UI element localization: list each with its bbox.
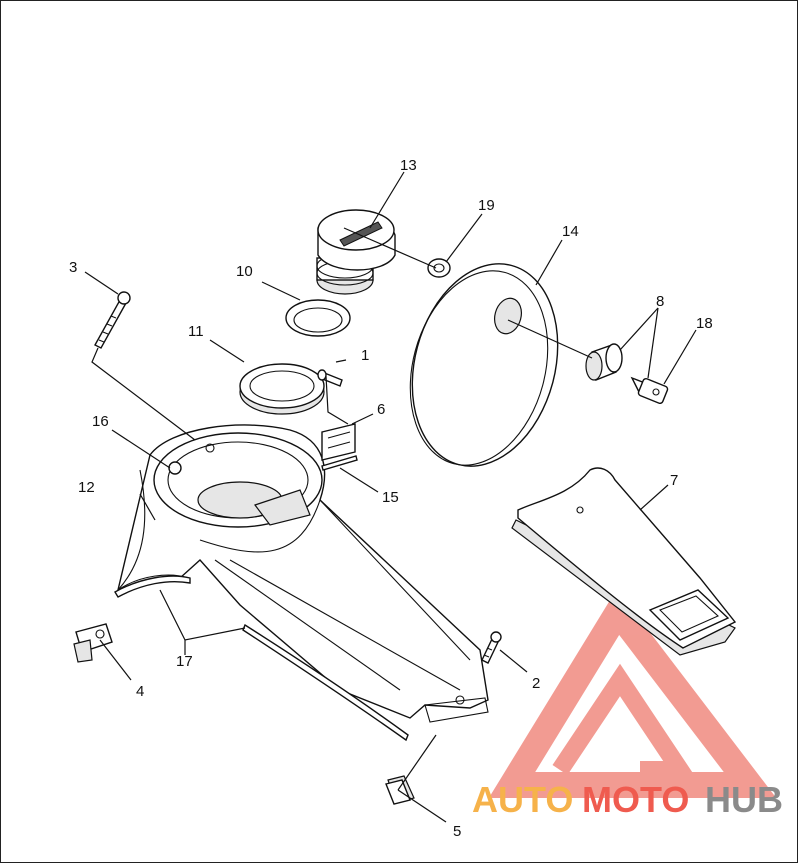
part-8-lock	[585, 343, 623, 381]
watermark-hub: HUB	[705, 779, 783, 820]
part-10-gasket	[285, 299, 351, 337]
callout-13: 13	[400, 157, 417, 174]
callout-11: 11	[188, 323, 204, 340]
watermark-logo	[488, 589, 777, 798]
callout-12: 12	[78, 479, 95, 496]
part-2-screw	[481, 631, 502, 664]
part-17-trim	[114, 575, 409, 742]
watermark-auto: AUTO	[472, 779, 573, 820]
callout-19: 19	[478, 197, 495, 214]
callout-16: 16	[92, 413, 109, 430]
callout-3: 3	[69, 259, 77, 276]
part-12-console	[117, 424, 489, 723]
callout-1: 1	[361, 347, 369, 364]
part-14-cover	[409, 263, 559, 467]
part-18-key	[630, 376, 669, 405]
part-7-pad	[511, 467, 737, 656]
part-16-grommet	[168, 461, 182, 475]
callout-14: 14	[562, 223, 579, 240]
callout-7: 7	[670, 472, 678, 489]
part-6-hinge	[321, 423, 356, 461]
part-1-bolt	[317, 369, 343, 387]
callout-labels: 1 2 3 4 5 6 7 8 10 11 12 13 14 15 16 17 …	[69, 157, 713, 840]
part-15-pin	[321, 455, 358, 471]
callout-6: 6	[377, 401, 385, 418]
part-19-nut	[427, 258, 451, 278]
part-3-screw	[94, 291, 131, 349]
part-11-seal	[239, 363, 325, 415]
callout-15: 15	[382, 489, 399, 506]
callout-4: 4	[136, 683, 144, 700]
callout-10: 10	[236, 263, 253, 280]
part-13-fuel-cap	[316, 209, 396, 295]
callout-8: 8	[656, 293, 664, 310]
watermark-text: AUTO MOTO HUB	[472, 779, 783, 820]
part-4-clip	[73, 623, 113, 663]
part-5-clip	[385, 775, 415, 805]
callout-17: 17	[176, 653, 193, 670]
callout-18: 18	[696, 315, 713, 332]
leader-lines	[84, 171, 697, 823]
callout-5: 5	[453, 823, 461, 840]
watermark-moto: MOTO	[582, 779, 689, 820]
callout-2: 2	[532, 675, 540, 692]
